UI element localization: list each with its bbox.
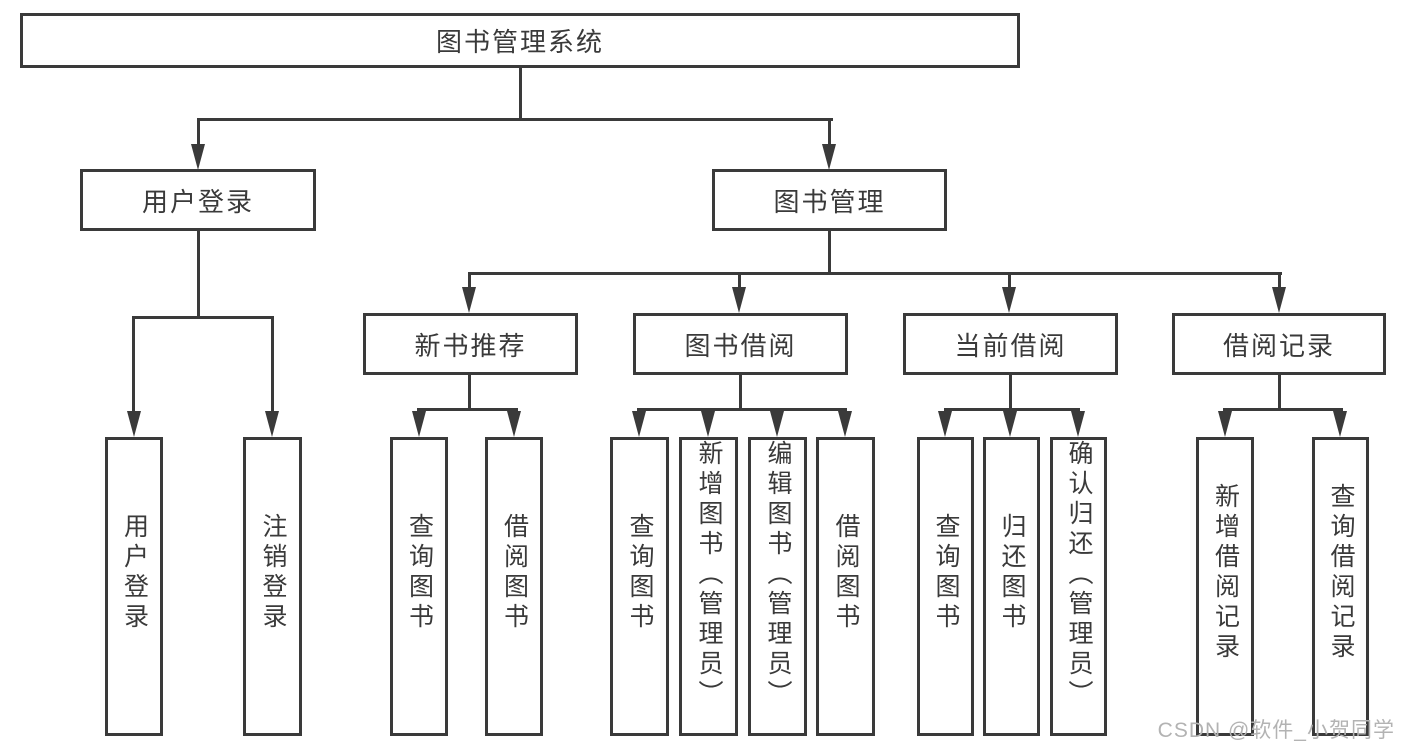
node-label: 借阅图书 [832, 512, 860, 633]
node-user-login: 用户登录 [80, 169, 316, 231]
arrowhead-down-icon [507, 411, 521, 437]
connector-userlogin-stub-left [132, 316, 135, 413]
connector-root-horizontal [197, 118, 833, 121]
connector-userlogin-horizontal [132, 316, 274, 319]
node-label: 查询图书 [932, 512, 960, 633]
leaf-return-books: 归还图书 [983, 437, 1040, 736]
arrowhead-down-icon [1002, 287, 1016, 313]
node-label: 图书管理系统 [435, 27, 604, 57]
arrowhead-down-icon [770, 411, 784, 437]
node-label: 新增借阅记录 [1211, 482, 1240, 663]
node-book-borrow: 图书借阅 [633, 313, 848, 375]
leaf-query-books-borrow: 查询图书 [610, 437, 669, 736]
node-label: 查询图书 [626, 512, 654, 633]
node-label: 图书借阅 [684, 330, 797, 361]
arrowhead-down-icon [938, 411, 952, 437]
node-book-management: 图书管理 [712, 169, 947, 231]
connector-bookmgmt-vertical [828, 231, 831, 275]
leaf-query-borrow-record: 查询借阅记录 [1312, 437, 1369, 736]
leaf-logout: 注销登录 [243, 437, 302, 736]
leaf-add-borrow-record: 新增借阅记录 [1196, 437, 1254, 736]
connector-currentborrow-horizontal [944, 408, 1080, 411]
leaf-borrow-books-newbook: 借阅图书 [485, 437, 543, 736]
connector-bookborrow-horizontal [637, 408, 847, 411]
node-label: 新增图书（管理员） [695, 440, 723, 710]
arrowhead-down-icon [1218, 411, 1232, 437]
leaf-edit-book-admin: 编辑图书（管理员） [748, 437, 807, 736]
node-label: 图书管理 [773, 186, 886, 217]
leaf-query-books-current: 查询图书 [917, 437, 974, 736]
arrowhead-down-icon [1003, 411, 1017, 437]
node-borrow-records: 借阅记录 [1172, 313, 1386, 375]
node-label: 借阅图书 [500, 512, 529, 633]
node-label: 借阅记录 [1222, 330, 1335, 361]
connector-newbook-horizontal [417, 408, 518, 411]
arrowhead-down-icon [191, 144, 205, 170]
leaf-user-login: 用户登录 [105, 437, 163, 736]
connector-newbook-vertical [468, 373, 471, 411]
node-label: 查询图书 [405, 512, 434, 633]
arrowhead-down-icon [1333, 411, 1347, 437]
node-label: 确认归还（管理员） [1065, 440, 1093, 710]
node-current-borrow: 当前借阅 [903, 313, 1118, 375]
node-label: 注销登录 [259, 512, 287, 633]
connector-records-vertical [1278, 373, 1281, 411]
node-label: 用户登录 [141, 186, 254, 217]
arrowhead-down-icon [412, 411, 426, 437]
connector-bookmgmt-stub-2 [738, 272, 741, 292]
connector-userlogin-stub-right [271, 316, 274, 413]
node-root: 图书管理系统 [20, 13, 1020, 68]
connector-currentborrow-vertical [1009, 373, 1012, 411]
connector-bookmgmt-horizontal [468, 272, 1282, 275]
leaf-confirm-return-admin: 确认归还（管理员） [1050, 437, 1107, 736]
arrowhead-down-icon [1071, 411, 1085, 437]
node-label: 当前借阅 [954, 330, 1067, 361]
node-label: 用户登录 [120, 512, 149, 633]
leaf-borrow-books-borrow: 借阅图书 [816, 437, 875, 736]
connector-records-horizontal [1223, 408, 1343, 411]
leaf-add-book-admin: 新增图书（管理员） [679, 437, 738, 736]
arrowhead-down-icon [838, 411, 852, 437]
node-label: 归还图书 [998, 512, 1026, 633]
arrowhead-down-icon [701, 411, 715, 437]
connector-bookborrow-vertical [739, 373, 742, 411]
node-new-book-recommend: 新书推荐 [363, 313, 578, 375]
arrowhead-down-icon [127, 411, 141, 437]
arrowhead-down-icon [1272, 287, 1286, 313]
connector-userlogin-vertical [197, 231, 200, 319]
node-label: 查询借阅记录 [1327, 482, 1355, 663]
watermark-text: CSDN @软件_小贺同学 [1157, 719, 1395, 742]
arrowhead-down-icon [265, 411, 279, 437]
arrowhead-down-icon [822, 144, 836, 170]
connector-bookmgmt-stub-4 [1278, 272, 1281, 292]
arrowhead-down-icon [462, 287, 476, 313]
connector-root-stub-left [197, 118, 200, 148]
leaf-query-books-newbook: 查询图书 [390, 437, 448, 736]
arrowhead-down-icon [732, 287, 746, 313]
connector-bookmgmt-stub-3 [1008, 272, 1011, 292]
connector-root-vertical [519, 68, 522, 121]
arrowhead-down-icon [632, 411, 646, 437]
node-label: 新书推荐 [414, 330, 527, 361]
connector-root-stub-right [828, 118, 831, 148]
node-label: 编辑图书（管理员） [764, 440, 792, 710]
connector-bookmgmt-stub-1 [468, 272, 471, 292]
